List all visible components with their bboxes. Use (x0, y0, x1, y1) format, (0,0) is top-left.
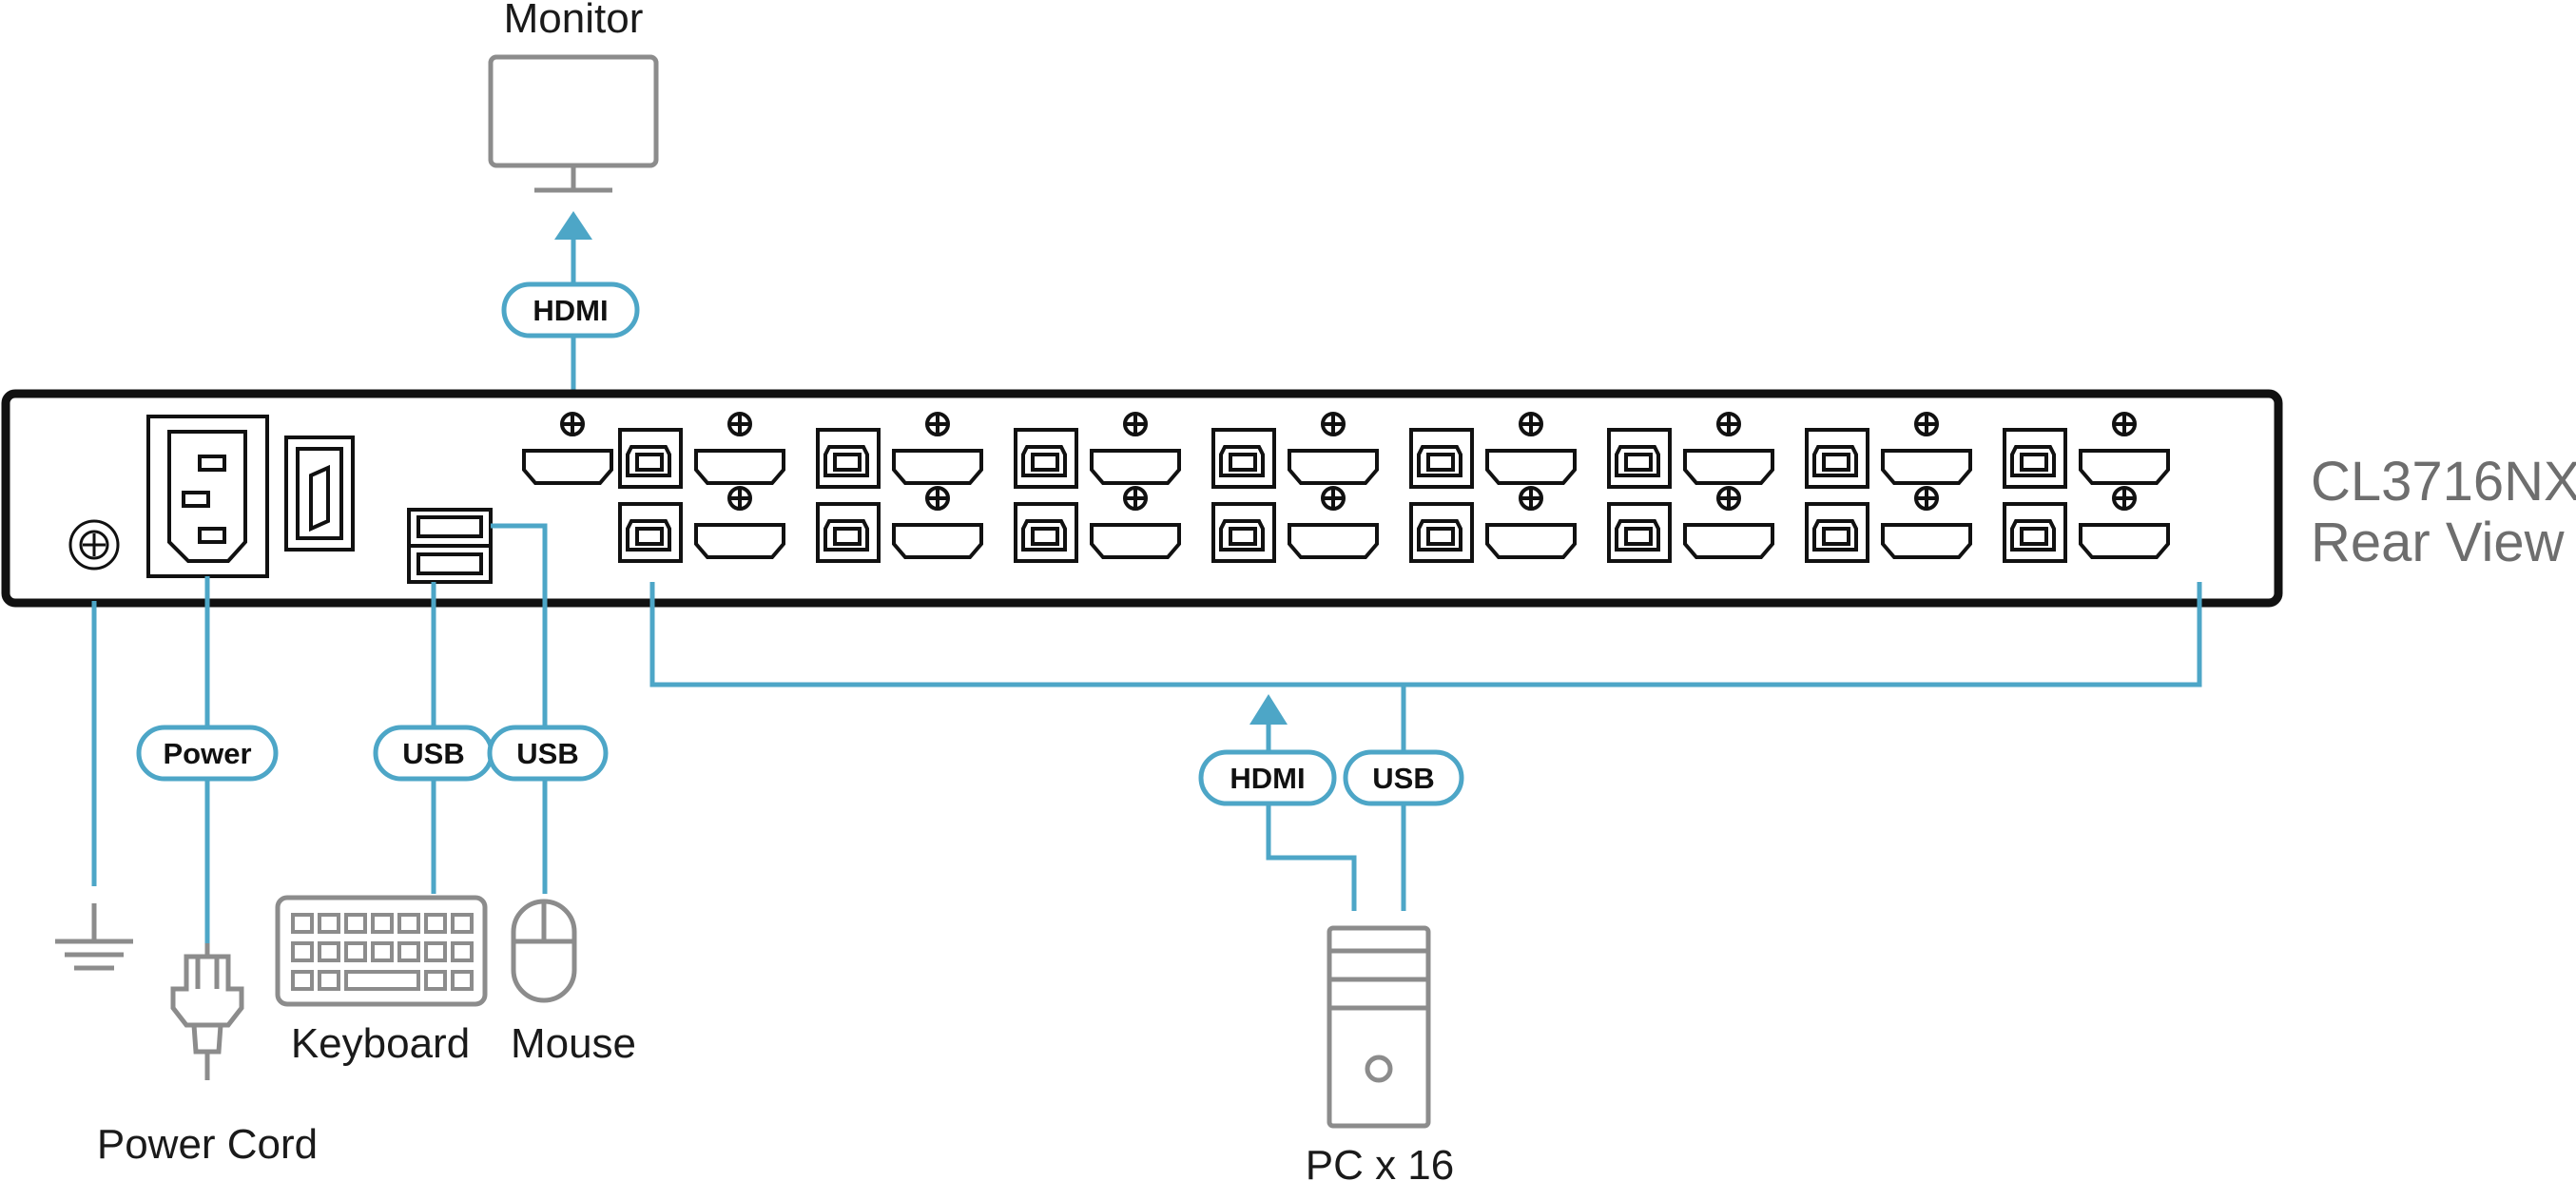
ground-terminal-icon (68, 519, 120, 571)
monitor-hdmi-pill: HDMI (501, 281, 640, 339)
power-pill: Power (136, 725, 279, 782)
view-label: Rear View (2311, 512, 2566, 573)
svg-text:USB: USB (402, 737, 464, 770)
pc-port-8 (2003, 412, 2170, 489)
svg-text:USB: USB (516, 737, 578, 770)
pc-port-4 (1211, 412, 1379, 489)
keyboard-label: Keyboard (291, 1020, 470, 1067)
pc-hdmi-arrow-icon (1249, 694, 1288, 725)
model-label: CL3716NX (2311, 451, 2576, 513)
pc-port-9 (618, 486, 785, 563)
pc-hdmi-pill: HDMI (1198, 749, 1337, 806)
svg-text:HDMI: HDMI (533, 294, 608, 327)
pc-port-5 (1409, 412, 1577, 489)
keyboard-key (424, 970, 447, 991)
keyboard-key (344, 941, 367, 962)
pc-port-13 (1409, 486, 1577, 563)
keyboard-key (291, 913, 314, 934)
pc-port-10 (816, 486, 983, 563)
monitor-icon (488, 54, 659, 193)
pc-label: PC x 16 (1306, 1142, 1455, 1181)
ground-symbol-icon (55, 903, 133, 971)
keyboard-key (318, 913, 340, 934)
keyboard-key (291, 941, 314, 962)
pc-port-11 (1014, 486, 1181, 563)
svg-text:Power: Power (163, 737, 251, 770)
pc-port-16 (2003, 486, 2170, 563)
pc-cable-bus (649, 582, 2202, 687)
mouse-icon (511, 899, 577, 1003)
console-hdmi-port (522, 412, 613, 485)
pc-port-12 (1211, 486, 1379, 563)
pc-port-3 (1014, 412, 1181, 489)
keyboard-key (451, 941, 474, 962)
pc-port-2 (816, 412, 983, 489)
keyboard-key (451, 913, 474, 934)
keyboard-key (397, 913, 420, 934)
keyboard-key (318, 970, 340, 991)
console-usb-ports (407, 508, 493, 584)
power-switch-icon (284, 436, 355, 552)
keyboard-key (371, 913, 394, 934)
svg-text:USB: USB (1372, 762, 1434, 795)
keyboard-key (371, 941, 394, 962)
power-plug-icon (170, 943, 244, 1080)
power-cord-label: Power Cord (97, 1121, 318, 1168)
keyboard-key (451, 970, 474, 991)
monitor-label: Monitor (504, 0, 644, 42)
keyboard-key (291, 970, 314, 991)
pc-tower-icon (1327, 925, 1431, 1129)
keyboard-key (424, 913, 447, 934)
keyboard-usb-pill: USB (373, 725, 494, 782)
keyboard-spacebar (344, 970, 420, 991)
svg-text:HDMI: HDMI (1230, 762, 1305, 795)
pc-port-6 (1607, 412, 1774, 489)
keyboard-icon (275, 895, 488, 1007)
keyboard-key (344, 913, 367, 934)
keyboard-key (318, 941, 340, 962)
mouse-label: Mouse (511, 1020, 636, 1067)
keyboard-key (424, 941, 447, 962)
pc-port-7 (1805, 412, 1972, 489)
pc-port-15 (1805, 486, 1972, 563)
keyboard-key (397, 941, 420, 962)
mouse-usb-pill: USB (487, 725, 609, 782)
pc-port-groups (618, 412, 2170, 563)
pc-port-14 (1607, 486, 1774, 563)
pc-port-1 (618, 412, 785, 489)
pc-usb-pill: USB (1343, 749, 1464, 806)
